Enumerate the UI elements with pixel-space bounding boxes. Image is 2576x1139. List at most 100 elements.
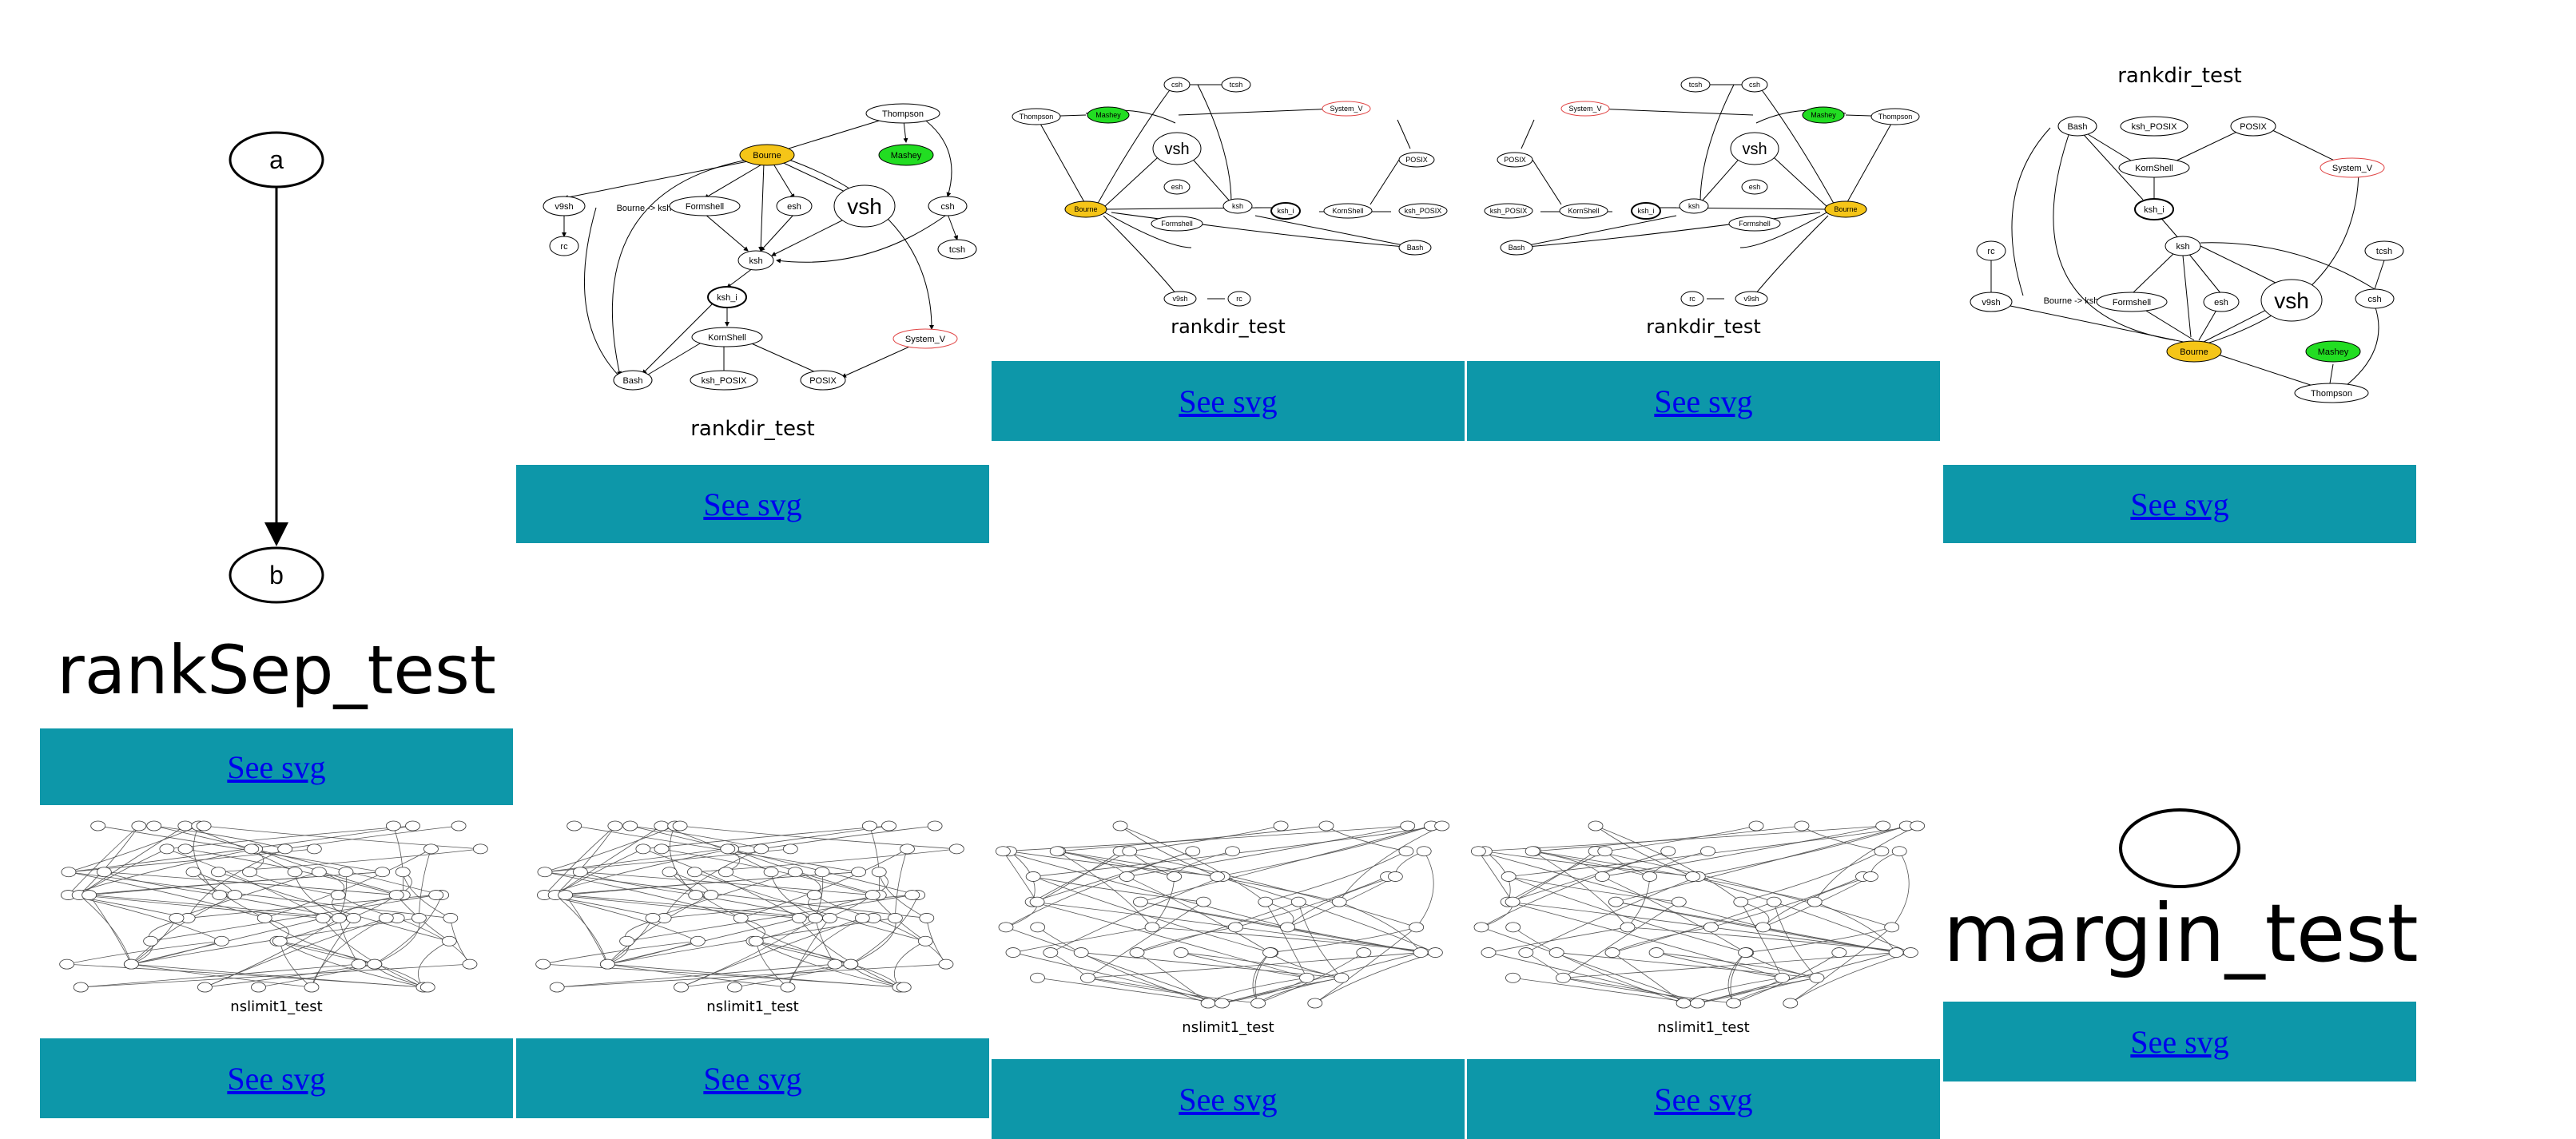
graph-edge [1746, 927, 1892, 953]
graph-node [1748, 820, 1764, 831]
graph-node-label: vsh [847, 194, 882, 219]
graph-node [654, 843, 670, 855]
graph-edge [555, 895, 800, 919]
graph-node [1891, 846, 1907, 857]
nslimit-graph [535, 820, 964, 993]
graph-node [1766, 896, 1782, 907]
graph-node [687, 867, 702, 878]
graph-node [1318, 820, 1334, 831]
graph-edge [284, 825, 459, 850]
graph-edge [1612, 952, 1684, 1004]
graph-edge [1627, 876, 1651, 928]
graph-edge [694, 848, 957, 873]
graph-node [1258, 896, 1274, 907]
see-svg-link[interactable]: See svg [2130, 486, 2229, 522]
graph-node-label: System_V [1568, 105, 1601, 113]
rankdir-graph: Thompson Mashey csh tcsh vsh esh Formshe… [1484, 77, 1920, 307]
graph-edge [1711, 927, 1911, 953]
graph-edge [1314, 952, 1436, 1004]
see-svg-bar: See svg [516, 465, 989, 543]
graph-node [213, 935, 229, 947]
graph-edge [1595, 825, 1693, 877]
graph-edge [1151, 927, 1436, 953]
graph-edge [607, 918, 896, 965]
graph-edge [1513, 927, 1684, 1004]
graph-node-label: ksh_i [1637, 207, 1654, 215]
graph-edge [68, 825, 140, 895]
graph-edge [322, 918, 424, 988]
graph-edge [1790, 952, 1911, 1004]
graph-edge [97, 825, 383, 873]
see-svg-link[interactable]: See svg [227, 1060, 326, 1097]
graph-edge [630, 825, 918, 895]
see-svg-bar: See svg [516, 1038, 989, 1118]
graph-edge [1012, 952, 1222, 1004]
graph-edge [1032, 901, 1236, 928]
see-svg-link[interactable]: See svg [703, 1060, 802, 1097]
see-svg-bar: See svg [40, 728, 513, 805]
graph-edge [1512, 851, 1596, 903]
see-svg-link[interactable]: See svg [2130, 1023, 2229, 1060]
graph-node [938, 958, 954, 970]
graph-node [599, 958, 615, 970]
graph-node [1597, 846, 1613, 857]
graph-node [1505, 972, 1521, 983]
graph-node-label: Bash [1407, 244, 1424, 252]
graph-node-label: ksh_POSIX [2132, 122, 2178, 132]
graph-node [887, 913, 903, 923]
graph-node-label: Bash [1509, 244, 1525, 252]
graph-edge [1509, 876, 1680, 903]
graph-edge [1287, 876, 1396, 928]
graph-edge [1287, 927, 1421, 953]
graph-edge [1616, 825, 1907, 903]
graph-node-label: v9sh [1743, 295, 1759, 303]
graph-node [462, 958, 478, 970]
graph-node-label: POSIX [2240, 122, 2267, 132]
graph-node-label: csh [1749, 81, 1760, 89]
graph-node-label: POSIX [1405, 156, 1428, 164]
graph-edge [264, 918, 375, 965]
graph-node [90, 820, 106, 831]
graph-node [1144, 922, 1160, 933]
graph-edge [1533, 851, 1815, 903]
graph-edge [681, 963, 851, 988]
graph-node [1884, 922, 1900, 933]
graph-node [277, 843, 293, 855]
graph-edge [1532, 851, 1628, 928]
see-svg-link[interactable]: See svg [1654, 1081, 1753, 1117]
graph-edge [131, 918, 419, 965]
graph-edge [555, 871, 859, 895]
graph-edge [1485, 851, 1699, 877]
graph-node [346, 913, 361, 923]
see-svg-link[interactable]: See svg [703, 486, 802, 522]
graph-node [177, 843, 193, 855]
graph-edge [557, 963, 835, 988]
graph-edge [1087, 901, 1204, 978]
graph-node-label: Bash [2067, 122, 2087, 132]
graph-node [423, 843, 439, 855]
graph-edge [1339, 901, 1421, 953]
see-svg-link[interactable]: See svg [1179, 1081, 1278, 1117]
graph-node [123, 958, 139, 970]
graph-edge [850, 895, 919, 965]
graph-node [251, 982, 266, 993]
see-svg-link[interactable]: See svg [1654, 383, 1753, 419]
graph-node [948, 843, 964, 855]
graph-node [451, 820, 467, 831]
see-svg-bar: See svg [992, 361, 1465, 441]
see-svg-link[interactable]: See svg [227, 748, 326, 785]
graph-node [256, 913, 272, 923]
graph-edge [81, 963, 470, 988]
graph-node [1398, 846, 1414, 857]
graph-node [1073, 947, 1089, 958]
graph-edge [544, 895, 698, 942]
graph-edge [1612, 927, 1711, 953]
graph-node [59, 958, 75, 970]
see-svg-link[interactable]: See svg [1179, 383, 1278, 419]
graph-node [1620, 922, 1636, 933]
graph-node [753, 843, 769, 855]
graph-edge [204, 825, 481, 850]
graph-node-label: ksh_POSIX [1490, 207, 1528, 215]
graph-node [96, 867, 112, 878]
graph-node [1604, 947, 1620, 958]
